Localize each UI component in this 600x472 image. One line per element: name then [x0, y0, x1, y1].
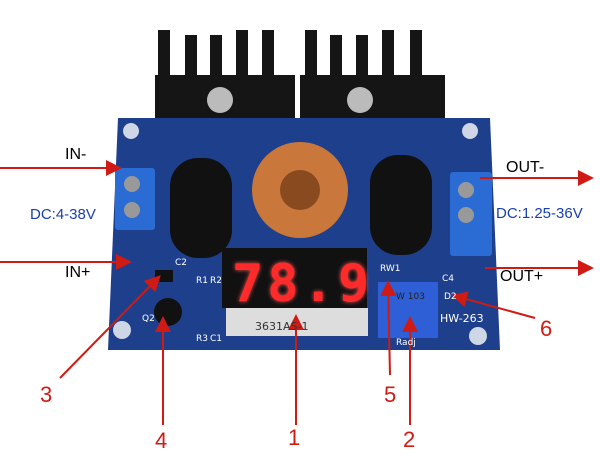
silk-r3: R3: [196, 334, 208, 344]
display-part: 3631AS-1: [255, 320, 309, 333]
label-input-range: DC:4-38V: [30, 206, 96, 223]
silk-q2: Q2: [142, 314, 155, 324]
callout-2: 2: [403, 427, 416, 452]
display-value: 78.9: [232, 254, 374, 314]
pot-code: W 103: [396, 292, 425, 302]
label-in-plus: IN+: [65, 264, 91, 281]
callout-3: 3: [40, 382, 53, 407]
silk-c4: C4: [442, 274, 455, 284]
capacitor-right: [370, 155, 432, 255]
label-in-minus: IN-: [65, 146, 87, 163]
silk-d2: D2: [444, 292, 457, 302]
potentiometer: [378, 282, 438, 338]
silk-c2: C2: [175, 258, 188, 268]
capacitor-left: [170, 158, 232, 258]
silk-c1: C1: [210, 334, 223, 344]
label-out-minus: OUT-: [506, 159, 545, 176]
callout-6: 6: [540, 316, 553, 341]
callout-5: 5: [384, 382, 397, 407]
label-out-plus: OUT+: [500, 268, 544, 285]
callout-arrows: [0, 160, 594, 425]
callout-1: 1: [288, 425, 301, 450]
label-output-range: DC:1.25-36V: [496, 205, 583, 222]
led-display: [222, 248, 367, 308]
pot-label: RW1: [380, 264, 401, 274]
adj-label: Radj: [396, 338, 416, 348]
silk-r2: R2: [210, 276, 222, 286]
model-label: HW-263: [440, 312, 484, 325]
callout-4: 4: [155, 428, 168, 453]
silk-r1: R1: [196, 276, 208, 286]
